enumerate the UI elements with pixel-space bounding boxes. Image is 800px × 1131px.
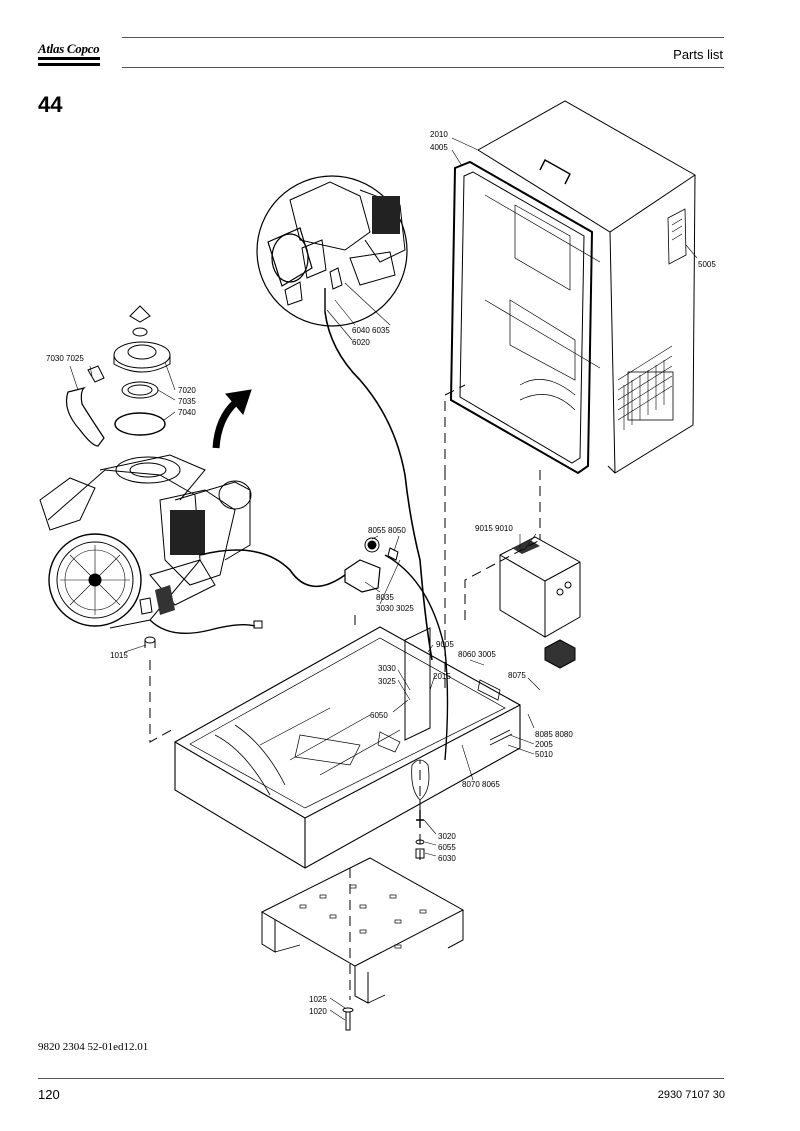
- rotation-arrow: [212, 389, 252, 449]
- assembly-lines: [149, 384, 541, 1000]
- part-number: 2930 7107 30: [657, 1089, 725, 1101]
- hose: [199, 549, 346, 588]
- pipe-6020: [324, 311, 433, 661]
- bottom-frame: [260, 857, 465, 1004]
- callout-8085-8080: 8085 8080: [535, 730, 573, 739]
- callout-7035: 7035: [178, 397, 196, 406]
- inlet-filter-parts: [65, 305, 171, 447]
- page-number: 120: [38, 1087, 60, 1102]
- detail-view-circle: [256, 175, 408, 327]
- callout-3030: 3030: [378, 664, 396, 673]
- callout-8055-8050: 8055 8050: [368, 526, 406, 535]
- callout-9015-9010: 9015 9010: [475, 524, 513, 533]
- callout-4005: 4005: [430, 143, 448, 152]
- callout-2010: 2010: [430, 130, 448, 139]
- callout-labels: 2010 4005 5005 6040 6035 6020 7030 7025 …: [46, 130, 716, 1016]
- logo-bar-bottom: [38, 63, 100, 66]
- document-reference: 9820 2304 52-01ed12.01: [38, 1041, 149, 1053]
- section-number: 44: [38, 92, 63, 117]
- logo-wordmark: Atlas Copco: [38, 41, 100, 56]
- callout-8070-8065: 8070 8065: [462, 780, 500, 789]
- pressure-gauge-valve: [344, 537, 399, 593]
- callout-1025: 1025: [309, 995, 327, 1004]
- cabinet-hood: [477, 100, 696, 474]
- atlas-copco-logo: Atlas Copco: [38, 37, 100, 67]
- base-frame: [174, 626, 521, 869]
- callout-9005: 9005: [436, 640, 454, 649]
- callout-5010: 5010: [535, 750, 553, 759]
- callout-7030-7025: 7030 7025: [46, 354, 84, 363]
- footer-rule: [38, 1078, 724, 1079]
- callout-6055: 6055: [438, 843, 456, 852]
- callout-1020: 1020: [309, 1007, 327, 1016]
- header-rule-top: [122, 37, 724, 38]
- header-title: Parts list: [673, 47, 723, 62]
- door-seal-frame: [449, 160, 594, 475]
- callout-8035: 8035: [376, 593, 394, 602]
- callout-8075: 8075: [508, 671, 526, 680]
- electrical-box: [499, 536, 581, 669]
- callout-3025: 3025: [378, 677, 396, 686]
- callout-7020: 7020: [178, 386, 196, 395]
- callout-6050: 6050: [370, 711, 388, 720]
- callout-2005: 2005: [535, 740, 553, 749]
- callout-6040-6035: 6040 6035: [352, 326, 390, 335]
- callout-3030-3025-upper: 3030 3025: [376, 604, 414, 613]
- callout-5005: 5005: [698, 260, 716, 269]
- callout-8060-3005: 8060 3005: [458, 650, 496, 659]
- leader-lines: [69, 137, 698, 1021]
- callout-3020: 3020: [438, 832, 456, 841]
- compressor-motor-assembly: [39, 454, 252, 629]
- callout-7040: 7040: [178, 408, 196, 417]
- header-rule-bottom: [122, 67, 724, 68]
- callout-2015: 2015: [433, 672, 451, 681]
- callout-6020: 6020: [352, 338, 370, 347]
- callout-6030: 6030: [438, 854, 456, 863]
- callout-1015: 1015: [110, 651, 128, 660]
- logo-bar-top: [38, 57, 100, 60]
